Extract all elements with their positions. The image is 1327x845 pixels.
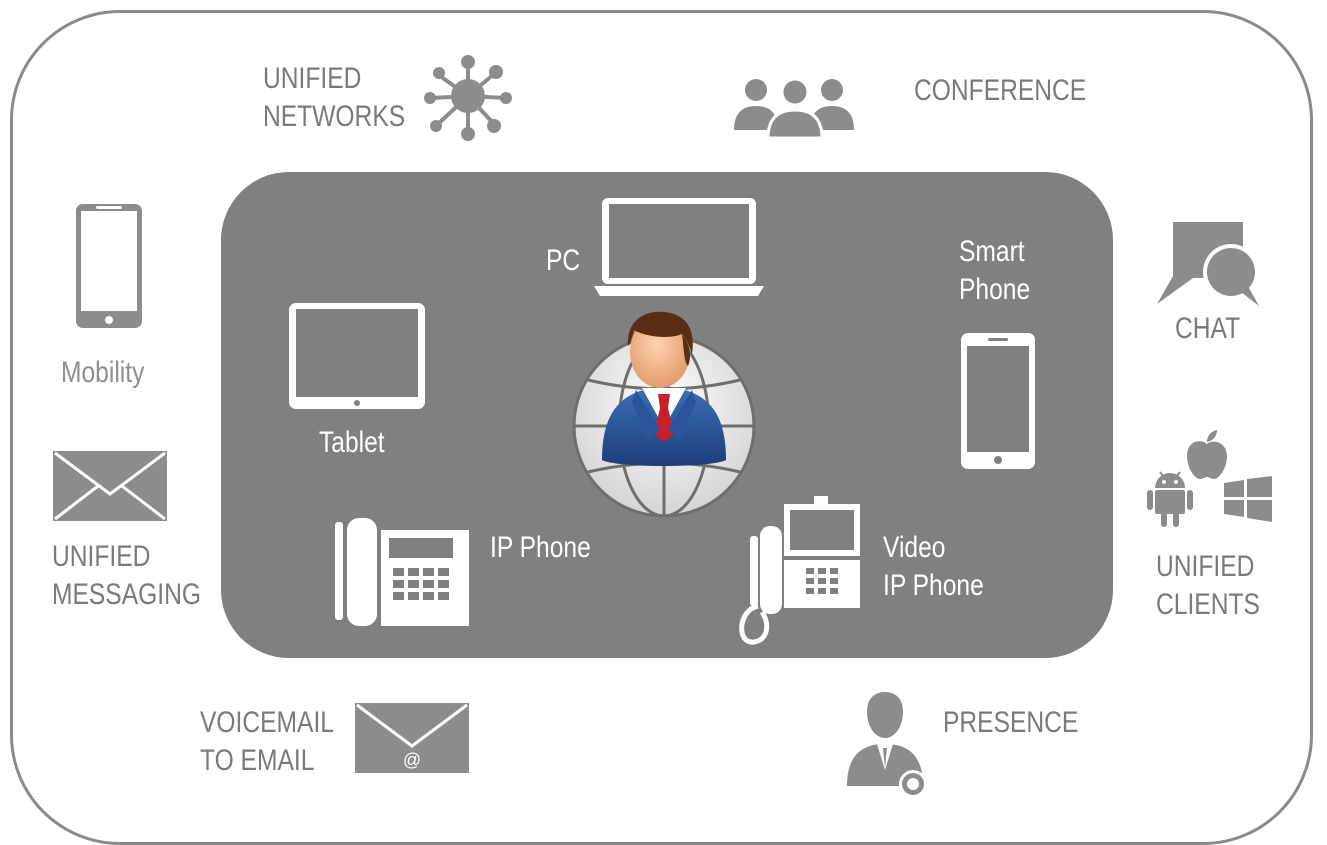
- chat-icon: [1157, 222, 1259, 306]
- apple-icon: [1187, 430, 1227, 480]
- smartphone-icon: [961, 333, 1035, 469]
- envelope-icon: [53, 451, 167, 521]
- presence-label: PRESENCE: [943, 706, 1079, 739]
- unified-messaging-label: UNIFIED MESSAGING: [52, 540, 201, 611]
- unified-networks-label: UNIFIED NETWORKS: [263, 62, 406, 133]
- video-phone-icon: [739, 496, 860, 645]
- smart-phone-label: Smart Phone: [959, 235, 1031, 306]
- conference-label: CONFERENCE: [914, 74, 1087, 107]
- mobility-label: Mobility: [61, 356, 145, 389]
- user-globe-icon: [572, 311, 756, 518]
- android-icon: [1147, 471, 1193, 527]
- chat-label: CHAT: [1175, 312, 1241, 345]
- laptop-icon: [594, 198, 764, 296]
- tablet-icon: [289, 303, 425, 409]
- mobile-phone-icon: [76, 204, 142, 328]
- conference-icon: [734, 78, 854, 138]
- ip-phone-icon: [335, 518, 469, 626]
- unified-clients-label: UNIFIED CLIENTS: [1156, 550, 1260, 621]
- voicemail-to-email-label: VOICEMAIL TO EMAIL: [200, 706, 334, 777]
- ip-phone-label: IP Phone: [490, 531, 591, 564]
- at-symbol: @: [403, 750, 421, 770]
- presence-user-icon: [847, 692, 927, 798]
- network-icon: [424, 55, 512, 141]
- voicemail-email-icon: @: [355, 703, 469, 773]
- tablet-label: Tablet: [319, 426, 385, 459]
- pc-label: PC: [546, 244, 581, 277]
- windows-icon: [1224, 476, 1272, 522]
- video-ip-phone-label: Video IP Phone: [883, 531, 984, 602]
